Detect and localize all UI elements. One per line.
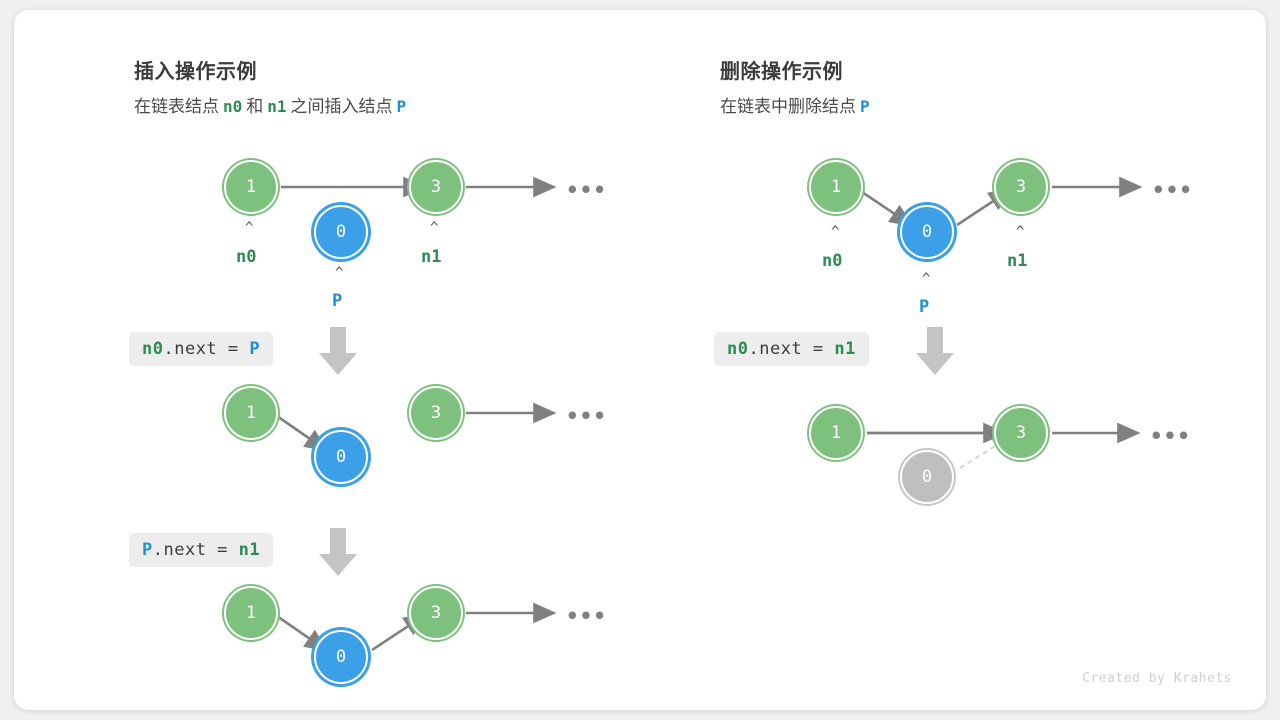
code-value: n1 — [238, 540, 261, 560]
caret-icon-n1: ^ — [1016, 224, 1025, 240]
node-value: 3 — [430, 403, 442, 423]
code-value: P — [249, 339, 261, 359]
code-middle: .next = — [163, 339, 250, 359]
caret-icon-n1: ^ — [430, 220, 439, 236]
code-middle: .next = — [748, 339, 835, 359]
caret-icon-n0: ^ — [831, 224, 840, 240]
node-value: 1 — [245, 603, 257, 623]
code-value: n1 — [834, 339, 856, 359]
node-value: 1 — [830, 423, 842, 443]
subtitle-text-1: 在链表结点 — [134, 97, 219, 116]
node-value: 0 — [335, 647, 347, 667]
ellipsis: ••• — [1150, 424, 1191, 448]
node-value: 3 — [1015, 177, 1027, 197]
node-value: 0 — [921, 467, 933, 487]
pointer-label-n1: n1 — [421, 247, 442, 267]
pointer-label-n0: n0 — [822, 251, 843, 271]
node-3: 3 — [409, 160, 463, 214]
panel-delete-title: 删除操作示例 — [720, 61, 843, 83]
node-value: 3 — [430, 177, 442, 197]
subtitle-ref-p: P — [396, 97, 407, 116]
node-value: 0 — [921, 222, 933, 242]
caret-icon-p: ^ — [335, 265, 344, 281]
subtitle-text-3: 之间插入结点 — [290, 97, 393, 116]
ellipsis: ••• — [566, 178, 607, 202]
node-value: 3 — [430, 603, 442, 623]
node-0-deleted: 0 — [900, 450, 954, 504]
node-value: 0 — [335, 447, 347, 467]
node-1: 1 — [809, 406, 863, 460]
down-arrow-icon-3 — [916, 327, 954, 375]
down-arrow-icon-1 — [319, 327, 357, 375]
code-target: n0 — [727, 339, 749, 359]
credit-text: Created by Krahets — [1082, 671, 1232, 686]
pointer-label-n0: n0 — [236, 247, 257, 267]
pointer-label-n1: n1 — [1007, 251, 1028, 271]
code-target: P — [142, 540, 153, 560]
ellipsis: ••• — [1152, 178, 1193, 202]
node-3: 3 — [409, 386, 463, 440]
subtitle-ref-n0: n0 — [223, 97, 243, 116]
caret-icon-n0: ^ — [245, 220, 254, 236]
node-value: 1 — [830, 177, 842, 197]
node-0: 0 — [314, 630, 368, 684]
node-value: 3 — [1015, 423, 1027, 443]
node-0: 0 — [314, 430, 368, 484]
code-chip-n0-next-n1: n0.next = n1 — [714, 332, 869, 366]
node-1: 1 — [224, 386, 278, 440]
node-value: 1 — [245, 403, 257, 423]
code-target: n0 — [142, 339, 164, 359]
node-1: 1 — [809, 160, 863, 214]
node-value: 1 — [245, 177, 257, 197]
pointer-label-p: P — [919, 297, 930, 317]
node-value: 0 — [335, 222, 347, 242]
subtitle-text-2: 和 — [246, 97, 264, 116]
subtitle-text-1: 在链表中删除结点 — [720, 97, 856, 116]
ellipsis: ••• — [566, 404, 607, 428]
panel-insert-title: 插入操作示例 — [134, 61, 257, 83]
node-3: 3 — [994, 406, 1048, 460]
subtitle-ref-p: P — [860, 97, 870, 116]
down-arrow-icon-2 — [319, 528, 357, 576]
node-1: 1 — [224, 586, 278, 640]
node-0: 0 — [900, 205, 954, 259]
subtitle-ref-n1: n1 — [267, 97, 287, 116]
code-chip-p-next-n1: P.next = n1 — [129, 533, 274, 567]
node-3: 3 — [994, 160, 1048, 214]
code-middle: .next = — [152, 540, 239, 560]
pointer-label-p: P — [332, 291, 343, 311]
caret-icon-p: ^ — [922, 271, 931, 287]
code-chip-n0-next-p: n0.next = P — [129, 332, 274, 366]
node-3: 3 — [409, 586, 463, 640]
node-1: 1 — [224, 160, 278, 214]
node-0: 0 — [314, 205, 368, 259]
ellipsis: ••• — [566, 604, 607, 628]
